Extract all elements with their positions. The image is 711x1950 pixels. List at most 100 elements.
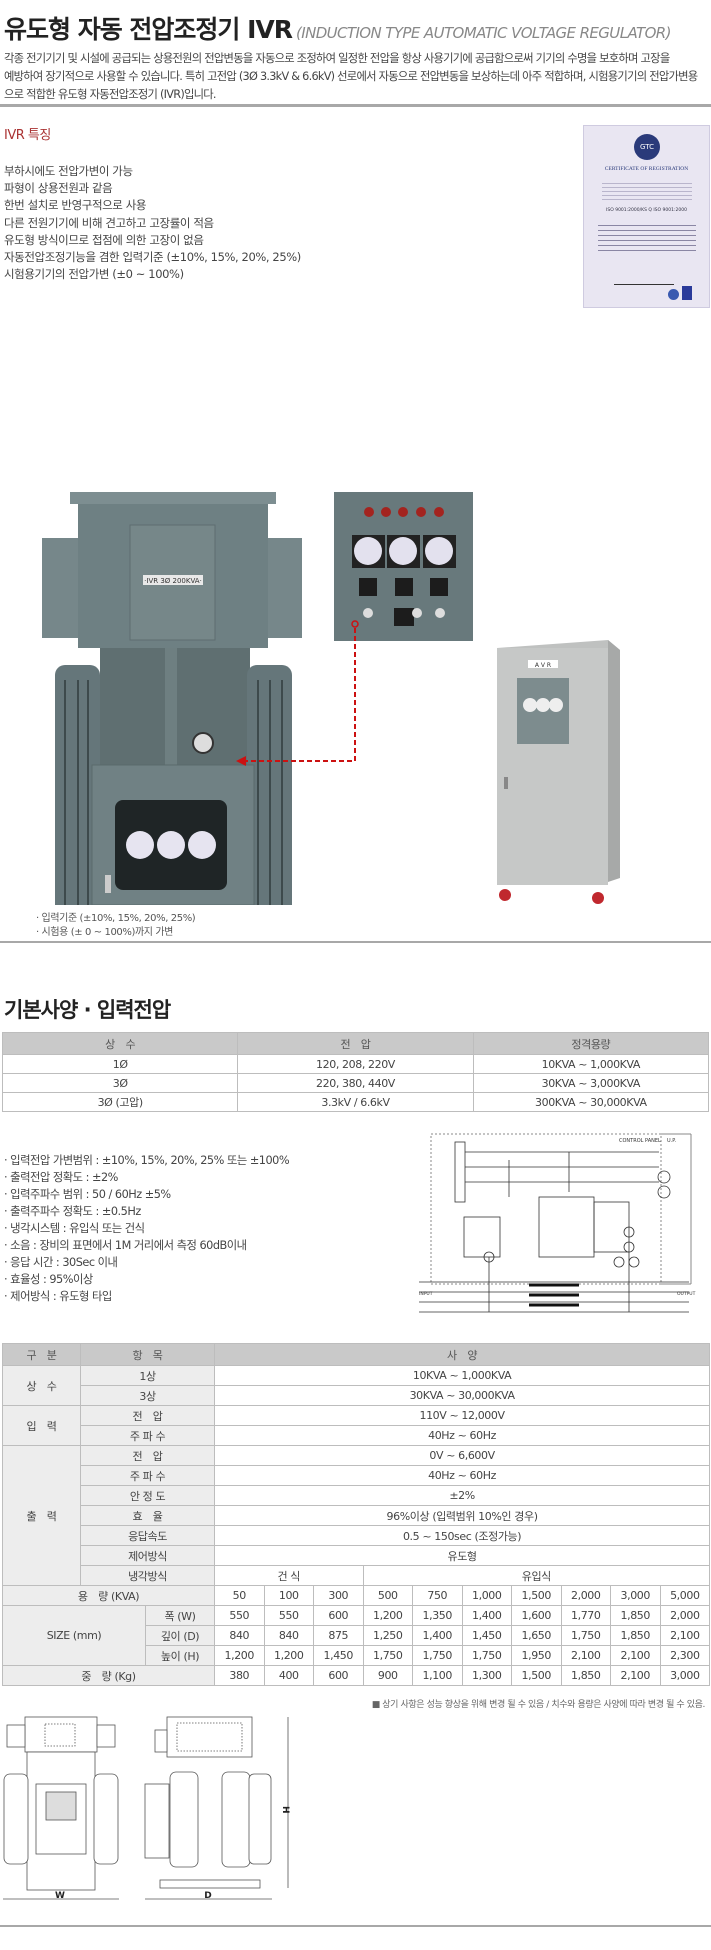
table-cell: 10KVA ~ 1,000KVA bbox=[472, 1054, 710, 1074]
depth-label: D bbox=[204, 1891, 211, 1901]
photo-caption: · 입력기준 (±10%, 15%, 20%, 25%) bbox=[36, 913, 196, 924]
side-view-drawing bbox=[144, 1716, 289, 1900]
feature-item: 한번 설치로 반영구적으로 사용 bbox=[4, 198, 147, 213]
value-cell: 600 bbox=[313, 1605, 364, 1626]
spec-cell: 40Hz ~ 60Hz bbox=[214, 1425, 711, 1446]
value-cell: 600 bbox=[313, 1665, 364, 1686]
header-voltage: 전 압 bbox=[237, 1032, 474, 1055]
spec-cell: 40Hz ~ 60Hz bbox=[214, 1465, 711, 1486]
feature-item: 유도형 방식이므로 접점에 의한 고장이 없음 bbox=[4, 232, 204, 247]
table-row: 안 정 도±2% bbox=[3, 1485, 711, 1506]
table-cell: 220, 380, 440V bbox=[237, 1073, 474, 1093]
front-view-drawing bbox=[3, 1716, 119, 1900]
diagram-label: CONTROL PANEL bbox=[619, 1138, 661, 1144]
value-cell: 1,650 bbox=[511, 1625, 562, 1646]
value-cell: 1,000 bbox=[461, 1585, 513, 1606]
item-cell: 3상 bbox=[79, 1385, 216, 1406]
header-item: 항 목 bbox=[79, 1343, 216, 1366]
header-category: 구 분 bbox=[2, 1343, 81, 1366]
intro-line: 으로 적합한 유도형 자동전압조정기 (IVR)입니다. bbox=[4, 88, 217, 101]
divider bbox=[0, 104, 711, 107]
value-cell: 840 bbox=[263, 1625, 315, 1646]
value-cell: 100 bbox=[263, 1585, 315, 1606]
value-cell: 1,770 bbox=[560, 1605, 612, 1626]
spec-bullet: · 소음 : 장비의 표면에서 1M 거리에서 측정 60dB이내 bbox=[4, 1239, 247, 1252]
value-cell: 840 bbox=[214, 1625, 265, 1646]
spec-bullet: · 출력전압 정확도 : ±2% bbox=[4, 1171, 118, 1184]
feature-item: 파형이 상용전원과 같음 bbox=[4, 181, 113, 196]
table-cell: 1Ø bbox=[1, 1054, 239, 1074]
height-label: H bbox=[280, 1806, 290, 1814]
spec-cell: 0V ~ 6,600V bbox=[214, 1445, 711, 1466]
features-title: IVR 특징 bbox=[4, 128, 51, 143]
spec-bullet: · 입력주파수 범위 : 50 / 60Hz ±5% bbox=[4, 1188, 171, 1201]
value-cell: 1,400 bbox=[412, 1625, 463, 1646]
category-cell: 출 력 bbox=[2, 1445, 81, 1586]
spec-bullet: · 응답 시간 : 30Sec 이내 bbox=[4, 1256, 118, 1269]
spec-bullet: · 입력전압 가변범위 : ±10%, 15%, 20%, 25% 또는 ±10… bbox=[4, 1154, 290, 1167]
photo-caption: · 시험용 (± 0 ~ 100%)까지 가변 bbox=[36, 927, 173, 938]
value-cell: 750 bbox=[412, 1585, 463, 1606]
spec-bullet: · 출력주파수 정확도 : ±0.5Hz bbox=[4, 1205, 141, 1218]
value-cell: 2,300 bbox=[659, 1645, 711, 1666]
value-cell: 2,100 bbox=[610, 1665, 661, 1686]
size-dimension-label: 깊이 (D) bbox=[144, 1625, 216, 1646]
value-cell: 1,750 bbox=[560, 1625, 612, 1646]
size-dimension-label: 높이 (H) bbox=[144, 1645, 216, 1666]
header-capacity: 정격용량 bbox=[472, 1032, 710, 1055]
value-cell: 1,850 bbox=[560, 1665, 612, 1686]
item-cell: 주 파 수 bbox=[79, 1465, 216, 1486]
section-title: 기본사양 · 입력전압 bbox=[4, 998, 171, 1022]
cert-badge-icon bbox=[682, 286, 692, 300]
diagram-label: OUTPUT bbox=[677, 1291, 696, 1297]
header-phase: 상 수 bbox=[1, 1032, 239, 1055]
divider bbox=[0, 1925, 711, 1927]
connection-arrow bbox=[236, 620, 359, 766]
value-cell: 2,100 bbox=[610, 1645, 661, 1666]
cert-seal-icon bbox=[668, 289, 679, 300]
spec-bullet: · 제어방식 : 유도형 타입 bbox=[4, 1290, 112, 1303]
intro-line: 예방하여 장기적으로 사용할 수 있습니다. 특히 고전압 (3Ø 3.3kV … bbox=[4, 70, 698, 83]
spec-cell: 10KVA ~ 1,000KVA bbox=[214, 1365, 711, 1386]
weight-label: 중 량 (Kg) bbox=[1, 1665, 216, 1686]
capacity-label: 용 량 (KVA) bbox=[1, 1585, 216, 1606]
value-cell: 875 bbox=[313, 1625, 364, 1646]
spec-cell: 0.5 ~ 150sec (조정가능) bbox=[214, 1525, 711, 1546]
value-cell: 1,600 bbox=[511, 1605, 562, 1626]
cert-heading: CERTIFICATE OF REGISTRATION bbox=[604, 166, 689, 172]
table-cell: 3Ø (고압) bbox=[1, 1092, 239, 1112]
value-cell: 3,000 bbox=[659, 1665, 711, 1686]
value-cell: 1,950 bbox=[511, 1645, 562, 1666]
value-cell: 5,000 bbox=[659, 1585, 711, 1606]
value-cell: 1,450 bbox=[313, 1645, 364, 1666]
table-header-row: 구 분 항 목 사 양 bbox=[2, 1343, 711, 1366]
value-cell: 1,250 bbox=[362, 1625, 414, 1646]
cabinet-label: A V R bbox=[535, 662, 551, 669]
item-cell: 1상 bbox=[79, 1365, 216, 1386]
cabinet-photo: A V R bbox=[497, 640, 620, 904]
value-cell: 550 bbox=[263, 1605, 315, 1626]
spec-cell: 유입식 bbox=[362, 1565, 711, 1586]
item-cell: 응답속도 bbox=[79, 1525, 216, 1546]
item-cell: 주 파 수 bbox=[79, 1425, 216, 1446]
diagram-label: U.P. bbox=[667, 1138, 676, 1144]
spec-cell: ±2% bbox=[214, 1485, 711, 1506]
spec-cell: 유도형 bbox=[214, 1545, 711, 1566]
value-cell: 380 bbox=[214, 1665, 265, 1686]
spec-bullet: · 냉각시스템 : 유입식 또는 건식 bbox=[4, 1222, 145, 1235]
circuit-diagram: CONTROL PANEL U.P. INPUT OUTPUT bbox=[419, 1133, 696, 1313]
certificate-image: GTC CERTIFICATE OF REGISTRATION ISO 9001… bbox=[583, 125, 710, 308]
control-panel-photo bbox=[334, 492, 473, 641]
value-cell: 1,200 bbox=[362, 1605, 414, 1626]
regulator-photo: ·IVR 3Ø 200KVA· bbox=[42, 492, 302, 905]
spec-cell: 건 식 bbox=[214, 1565, 364, 1586]
title-main: 유도형 자동 전압조정기 IVR bbox=[4, 15, 293, 44]
cert-text-block bbox=[602, 180, 692, 202]
